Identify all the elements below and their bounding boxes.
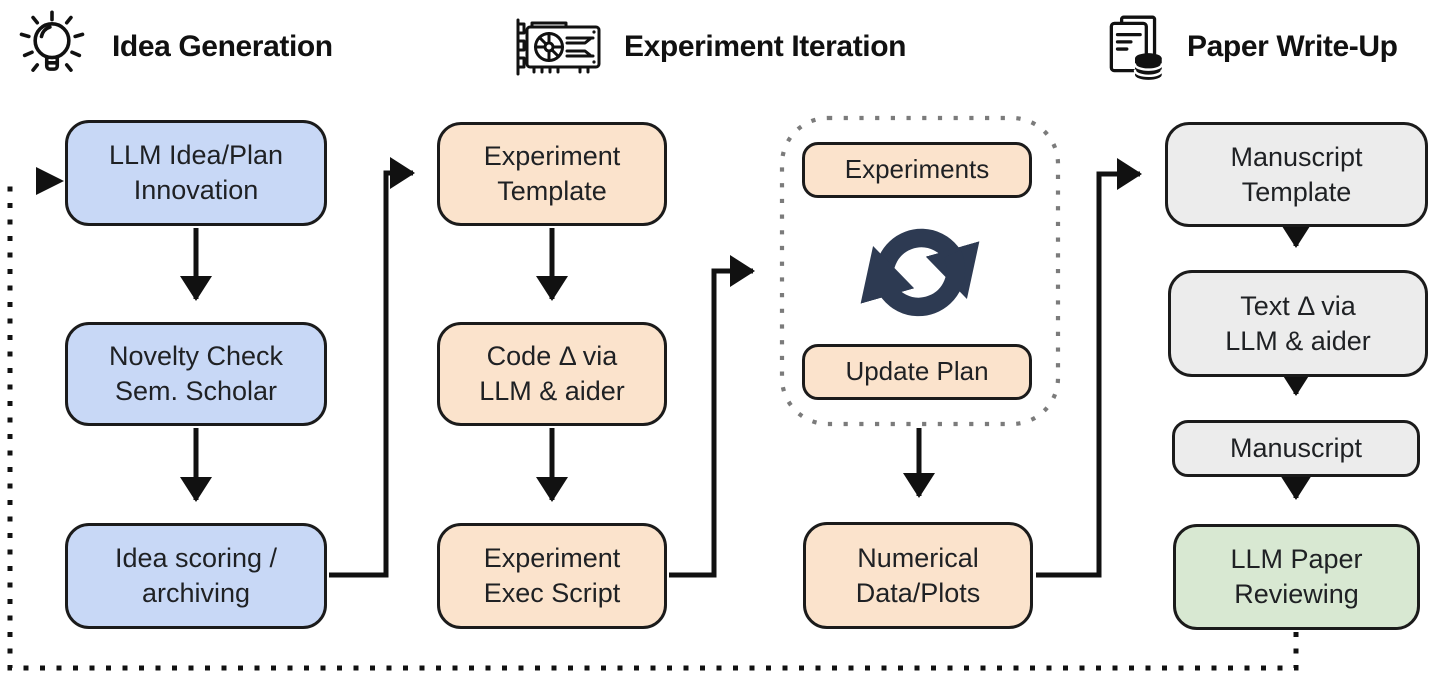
section-header-idea-generation: Idea Generation (12, 5, 333, 89)
feedback-loop-arrowhead (36, 167, 64, 195)
section-title-paper-write-up: Paper Write-Up (1187, 30, 1398, 63)
node-label: Numerical Data/Plots (855, 542, 981, 608)
flow-arrows (180, 156, 1313, 578)
node-label: Experiment Exec Script (483, 543, 621, 608)
node-novelty-check: Novelty Check Sem. Scholar (65, 322, 327, 426)
node-label: LLM Idea/Plan Innovation (108, 140, 284, 205)
node-label: Manuscript (1229, 433, 1363, 464)
cycle-arrows-icon (860, 228, 980, 317)
paper-database-icon (1109, 15, 1163, 80)
node-label: Text Δ via LLM & aider (1225, 290, 1371, 356)
lightbulb-icon (19, 10, 85, 72)
node-label: Update Plan (845, 356, 989, 387)
node-label: Manuscript Template (1230, 141, 1363, 207)
node-numerical-data-plots: Numerical Data/Plots (803, 522, 1033, 629)
iteration-loop-container (779, 115, 1061, 427)
section-title-experiment-iteration: Experiment Iteration (624, 30, 907, 63)
node-label: Idea scoring / archiving (114, 543, 278, 608)
feedback-loop-dotted-line (7, 181, 1299, 671)
node-llm-idea-plan-innovation: LLM Idea/Plan Innovation (65, 120, 327, 226)
node-llm-paper-reviewing: LLM Paper Reviewing (1173, 524, 1420, 630)
node-label: Experiments (844, 154, 990, 185)
node-idea-scoring-archiving: Idea scoring / archiving (65, 523, 327, 629)
section-header-experiment-iteration: Experiment Iteration (510, 5, 906, 89)
node-label: LLM Paper Reviewing (1230, 544, 1363, 609)
gpu-card-icon (516, 18, 601, 76)
node-experiment-template: Experiment Template (437, 122, 667, 226)
section-header-paper-write-up: Paper Write-Up (1103, 5, 1398, 89)
node-code-delta-llm-aider: Code Δ via LLM & aider (437, 322, 667, 426)
node-label: Code Δ via LLM & aider (479, 341, 625, 406)
node-manuscript-template: Manuscript Template (1165, 122, 1428, 227)
section-title-idea-generation: Idea Generation (112, 30, 333, 63)
node-label: Experiment Template (483, 141, 621, 206)
node-experiments: Experiments (802, 142, 1032, 198)
node-label: Novelty Check Sem. Scholar (108, 341, 284, 406)
node-manuscript: Manuscript (1172, 420, 1420, 477)
node-experiment-exec-script: Experiment Exec Script (437, 523, 667, 629)
node-update-plan: Update Plan (802, 344, 1032, 400)
node-text-delta-llm-aider: Text Δ via LLM & aider (1168, 270, 1428, 377)
